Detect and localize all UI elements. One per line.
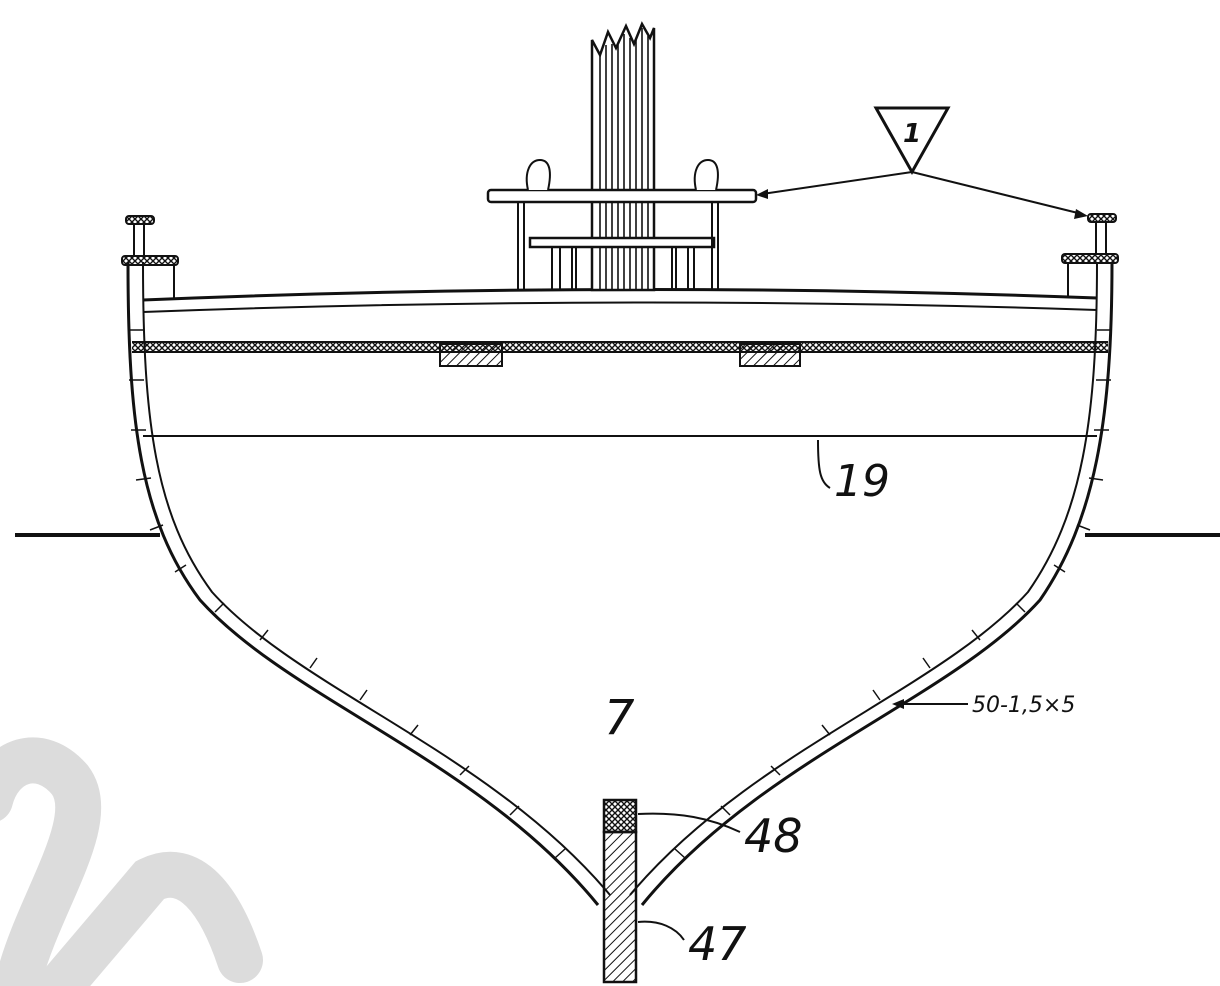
label-19: 19 bbox=[834, 456, 890, 507]
keel-cap-48 bbox=[602, 798, 638, 834]
deck-beam bbox=[132, 342, 1108, 352]
watermark bbox=[0, 737, 263, 986]
detail-marker-1: 1 bbox=[756, 106, 1088, 219]
detail-marker-label: 1 bbox=[903, 119, 921, 149]
carline-port bbox=[439, 343, 503, 367]
fife-rail bbox=[486, 158, 758, 290]
leader-19 bbox=[817, 439, 831, 489]
label-47: 47 bbox=[688, 917, 747, 971]
port-rail bbox=[121, 215, 179, 300]
label-section-number: 7 bbox=[604, 690, 635, 746]
hull-shell bbox=[126, 261, 1114, 906]
label-plank-spec: 50-1,5×5 bbox=[972, 693, 1075, 718]
mast bbox=[590, 21, 656, 292]
carline-starboard bbox=[739, 343, 801, 367]
label-48: 48 bbox=[744, 809, 803, 863]
keel-47 bbox=[602, 830, 638, 984]
starboard-rail bbox=[1061, 213, 1119, 298]
leader-48 bbox=[637, 812, 741, 833]
leader-47 bbox=[637, 920, 685, 941]
hull-planking-ticks bbox=[128, 329, 1112, 859]
